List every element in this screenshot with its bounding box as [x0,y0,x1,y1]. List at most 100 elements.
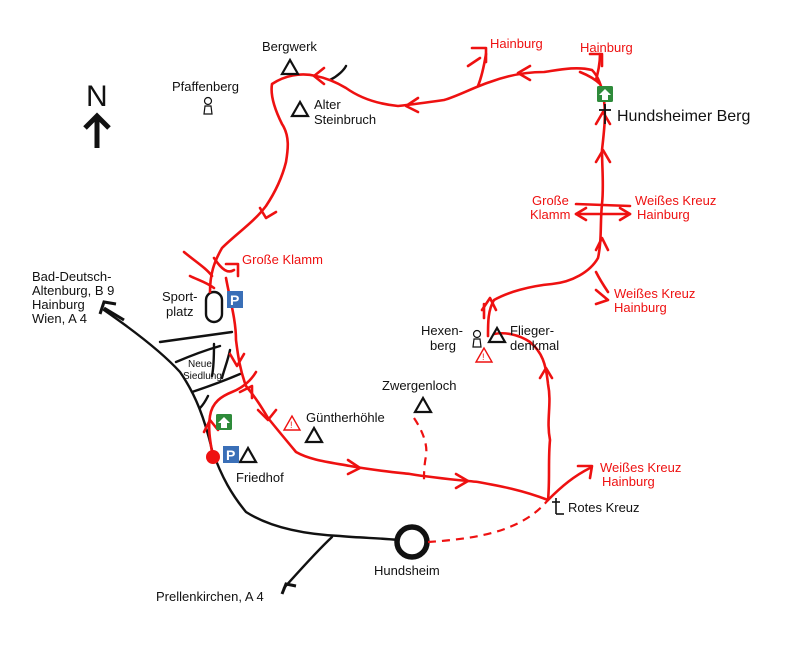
hut-icon-hundsheimer-berg [597,86,613,102]
arrow-hainburg-tl [470,46,488,64]
trail-weisses-kreuz-2 [594,270,610,294]
label-zwergenloch: Zwergenloch [382,378,456,393]
label-klamm-right: Klamm [530,207,570,222]
arrow-grosse-klamm [224,262,240,278]
trail-zwergenloch-dashed [413,417,428,481]
trail-west [208,73,318,294]
north-label: N [86,80,108,113]
trail-south [266,416,550,502]
arrow-kreuz3 [576,464,594,480]
labels: Pfaffenberg Bergwerk Alter Steinbruch Hu… [32,39,750,604]
arrow-bergwerk [312,66,326,86]
label-steinbruch: Steinbruch [314,112,376,127]
road-arrow-south-icon [280,582,297,595]
arrow-hainburg-tr-2 [578,70,602,86]
roads [102,64,430,590]
label-bad-deutsch-3: Hainburg [32,297,85,312]
label-hainburg-2: Hainburg [614,300,667,315]
label-hainburg-top-right: Hainburg [580,40,633,55]
road-siedlung-4 [190,372,242,394]
arrow-east-up [594,236,610,252]
label-hexen: Hexen- [421,323,463,338]
road-siedlung-1 [174,344,222,364]
trail-spur-2 [188,274,216,290]
arrow-south-2 [454,472,470,490]
hut-icon-siedlung [216,414,232,430]
parking-label-friedhof: P [226,447,235,463]
label-grosse-klamm-left: Große Klamm [242,252,323,267]
label-bad-deutsch-2: Altenburg, B 9 [32,283,114,298]
label-rotes-kreuz: Rotes Kreuz [568,500,640,515]
hundsheim-village-icon [394,524,430,560]
peaks [238,57,507,464]
label-hainburg-1: Hainburg [637,207,690,222]
lookout-icon-pfaffenberg [203,96,213,115]
trail-labels: Hainburg Hainburg Große Klamm Weißes Kre… [242,36,716,489]
arrow-berg-down [594,148,612,164]
trail-spur-1 [182,250,214,278]
label-siedlung: Siedlung [183,371,222,382]
main-road [102,308,400,542]
arrow-siedlung-up [238,384,254,400]
parking-label-sportplatz: P [230,292,239,308]
cross-icon-rotes-kreuz [552,498,564,515]
svg-text:!: ! [290,420,293,430]
arrow-steinbruch [404,96,420,114]
road-direction-arrows [98,300,297,595]
peak-icon-steinbruch [290,99,310,118]
label-hainburg-3: Hainburg [602,474,655,489]
label-alter: Alter [314,97,341,112]
warning-icon-hexenberg: ! [474,346,494,363]
label-weisses-kreuz-1: Weißes Kreuz [635,193,716,208]
peak-icon-friedhof [238,445,258,464]
warning-icon-guenther: ! [282,414,302,431]
label-neue: Neue [188,359,212,370]
svg-text:!: ! [482,352,485,362]
arrow-north-mid [516,64,532,82]
arrow-west-down [258,206,278,220]
start-point-icon [206,450,220,464]
label-bad-deutsch-4: Wien, A 4 [32,311,87,326]
label-prellenkirchen: Prellenkirchen, A 4 [156,589,264,604]
label-sport: Sport- [162,289,197,304]
peak-icon-guentherhoehle [304,425,324,444]
sportplatz-icon [204,290,224,324]
label-weisses-kreuz-3: Weißes Kreuz [600,460,681,475]
trail-friedhof [207,370,258,454]
road-siedlung-3 [220,348,232,380]
cross-icon-hundsheimer-berg [599,104,611,124]
label-platz: platz [166,304,193,319]
trail-crossing-right [574,202,632,208]
arrow-hexen-spur [480,296,498,312]
peak-icon-zwergenloch [413,395,433,414]
label-denkmal: denkmal [510,338,559,353]
parking-icon-friedhof: P [223,446,239,463]
warnings: ! ! [282,346,494,431]
road-prellenkirchen [282,535,334,590]
arrow-siedlung-down-2 [256,408,278,422]
label-grosse-right: Große [532,193,569,208]
arrow-siedlung-down [228,352,246,368]
lookout-icon-hexenberg [472,329,482,348]
label-hundsheimer-berg: Hundsheimer Berg [617,108,750,125]
trail-north [314,67,606,108]
arrow-kreuz2 [594,288,610,306]
label-guentherhoehle: Güntherhöhle [306,410,385,425]
label-berg: berg [430,338,456,353]
arrow-hainburg-tl-2 [466,56,482,68]
label-hundsheim: Hundsheim [374,563,440,578]
trail-grosse-klamm-left [212,256,236,273]
road-siedlung-5 [198,394,210,410]
trail-weisses-kreuz-3 [546,466,592,502]
label-pfaffenberg: Pfaffenberg [172,79,239,94]
direction-arrows [202,46,632,490]
arrow-east-mid [538,366,554,380]
trail-hainburg-top-right [594,52,602,82]
road-sportplatz [158,330,234,344]
label-hainburg-top-left: Hainburg [490,36,543,51]
label-bad-deutsch-1: Bad-Deutsch- [32,269,111,284]
north-arrow-icon: N [83,80,111,148]
arrow-friedhof-up [202,418,220,434]
trail-east-up [492,331,552,502]
